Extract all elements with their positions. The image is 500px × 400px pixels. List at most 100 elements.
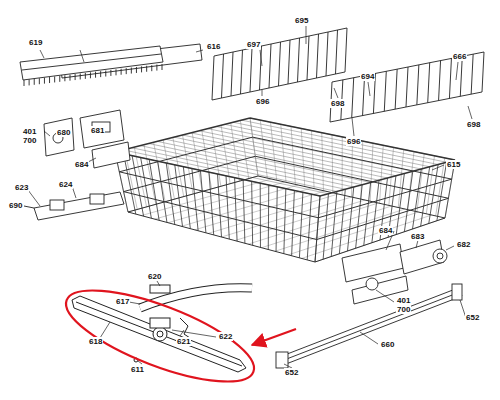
rack-adjuster xyxy=(34,192,124,220)
callout-number: 696 xyxy=(346,137,361,146)
tine-row xyxy=(241,50,243,94)
leader-line xyxy=(129,302,140,304)
tine-row xyxy=(449,58,451,98)
spray-arm xyxy=(150,318,170,328)
tine-row xyxy=(417,65,419,105)
callout-number: 616 xyxy=(206,42,221,51)
rack-adjuster xyxy=(80,110,124,148)
shelf-comb xyxy=(156,65,157,71)
leader-line xyxy=(260,50,262,66)
tine-row xyxy=(330,52,484,122)
upper-rack xyxy=(292,191,295,256)
water-tube xyxy=(150,285,170,293)
leader-line xyxy=(100,322,110,338)
leader-line xyxy=(446,246,454,250)
callout-number: 620 xyxy=(147,272,162,281)
upper-rack xyxy=(332,135,334,193)
tine-row xyxy=(384,71,386,111)
callout-number: 660 xyxy=(380,340,395,349)
spray-arm xyxy=(76,302,242,366)
upper-rack xyxy=(183,167,190,229)
tine-row xyxy=(307,36,309,80)
highlight-mark xyxy=(56,272,264,400)
rack-adjuster xyxy=(92,142,130,168)
tine-row xyxy=(214,28,347,56)
callout-number: 611 xyxy=(130,365,145,374)
upper-rack xyxy=(115,118,455,196)
upper-rack xyxy=(124,154,136,214)
tine-row xyxy=(298,38,300,82)
upper-rack xyxy=(235,178,238,242)
callout-number: 683 xyxy=(410,232,425,241)
tine-row xyxy=(279,42,281,86)
upper-rack xyxy=(181,188,311,226)
upper-rack xyxy=(315,196,320,262)
rack-adjuster xyxy=(342,244,404,282)
rack-adjuster xyxy=(24,110,130,220)
leader-line xyxy=(416,240,418,248)
callout-number: 680 xyxy=(56,128,71,137)
callout-number: 622 xyxy=(218,332,233,341)
shelf-comb xyxy=(20,44,202,86)
shelf-comb xyxy=(162,64,163,70)
tine-row xyxy=(288,40,290,84)
rack-rail xyxy=(284,292,460,360)
upper-rack xyxy=(331,192,337,257)
upper-rack xyxy=(312,131,315,189)
leader-line xyxy=(456,62,458,80)
callout-number: 623 xyxy=(14,183,29,192)
leader-line xyxy=(28,190,40,206)
upper-rack xyxy=(192,169,198,231)
upper-rack xyxy=(209,172,214,235)
spray-arm xyxy=(153,327,167,341)
shelf-comb xyxy=(146,66,147,72)
upper-rack xyxy=(380,145,384,203)
upper-rack xyxy=(144,145,156,205)
rack-adjuster xyxy=(366,278,378,290)
leader-line xyxy=(262,90,263,96)
callout-number: 690 xyxy=(8,201,23,210)
spray-arm xyxy=(157,331,163,337)
tine-row xyxy=(363,76,365,116)
upper-rack xyxy=(284,189,286,254)
upper-rack xyxy=(307,194,311,260)
upper-rack xyxy=(322,133,324,191)
shelf-comb xyxy=(85,73,86,79)
upper-rack xyxy=(175,165,183,227)
tine-row xyxy=(395,69,397,109)
upper-rack xyxy=(166,163,175,225)
upper-rack xyxy=(315,196,320,262)
shelf-comb xyxy=(39,78,40,84)
rack-adjuster xyxy=(400,240,444,274)
shelf-comb xyxy=(29,79,30,85)
shelf-comb xyxy=(24,80,25,86)
leader-line xyxy=(44,131,50,136)
shelf-comb xyxy=(64,75,65,81)
rack-adjuster xyxy=(44,118,74,156)
spray-arm xyxy=(72,296,246,372)
shelf-comb xyxy=(70,75,71,81)
callout-number: 694 xyxy=(360,72,375,81)
tine-row xyxy=(326,32,328,76)
upper-rack xyxy=(124,156,449,239)
shelf-comb xyxy=(59,76,60,82)
upper-rack xyxy=(225,124,430,166)
callout-number: 652 xyxy=(465,313,480,322)
upper-rack xyxy=(226,176,229,239)
upper-rack xyxy=(174,137,379,180)
callout-number: 624 xyxy=(58,180,73,189)
tine-row xyxy=(222,54,224,98)
upper-rack xyxy=(132,148,337,192)
tine-row xyxy=(260,46,262,90)
tine-row xyxy=(212,28,484,122)
rack-adjuster xyxy=(24,206,34,208)
tine-row xyxy=(250,48,252,92)
leader-line xyxy=(352,118,354,136)
leader-line xyxy=(40,50,44,58)
upper-rack xyxy=(149,159,159,220)
shelf-comb xyxy=(49,77,50,83)
rack-rail xyxy=(452,284,462,300)
rack-adjuster xyxy=(50,200,64,210)
upper-rack xyxy=(195,191,325,230)
